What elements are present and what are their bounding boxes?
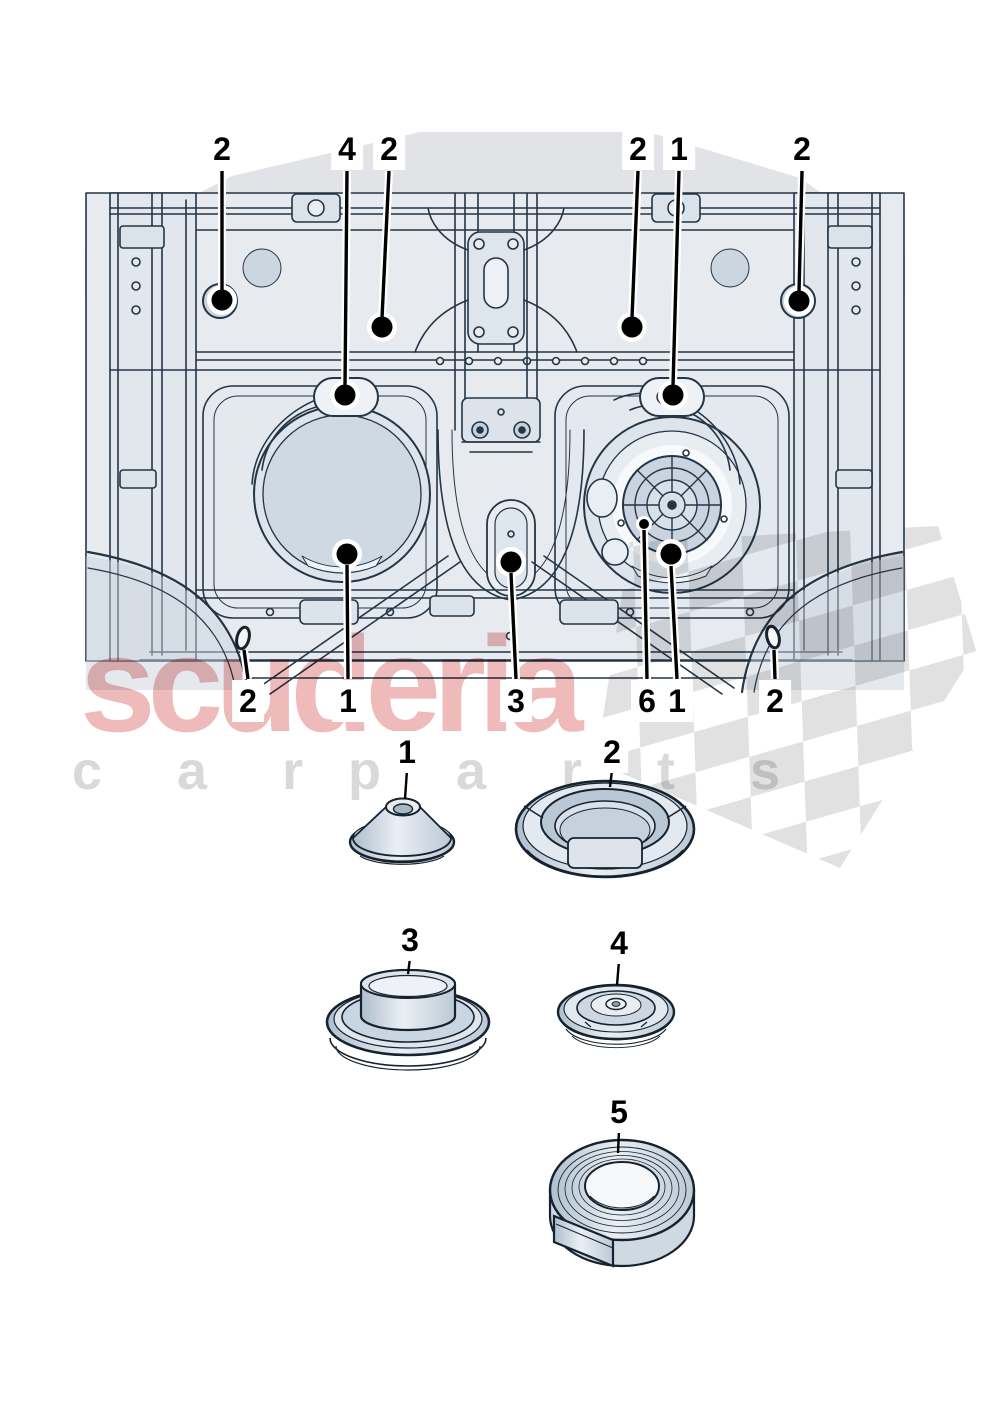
- callout-label-top-3: 2: [373, 128, 405, 170]
- callout-label-bottom-3: 3: [500, 680, 532, 722]
- part-number-label-5: 5: [603, 1091, 635, 1133]
- callout-label-top-2: 4: [331, 128, 363, 170]
- part-number-label-2: 2: [596, 731, 628, 773]
- part-5-sealing-tape-roll: [548, 1138, 696, 1268]
- callout-dots: [211, 289, 810, 573]
- callout-label-bottom-1: 2: [232, 680, 264, 722]
- callout-label-top-1: 2: [206, 128, 238, 170]
- watermark-brand: scuderia: [80, 608, 583, 760]
- part-number-label-4: 4: [603, 922, 635, 964]
- part-4-cover-cap-flat: [556, 983, 676, 1049]
- callout-label-bottom-5: 1: [661, 680, 693, 722]
- installed-plug-left: [235, 625, 251, 651]
- part-number-label-3: 3: [394, 919, 426, 961]
- callout-label-top-6: 2: [786, 128, 818, 170]
- part-2-cover-cap: [514, 779, 696, 879]
- centre-subframe: [414, 192, 578, 453]
- bolt-row: [435, 356, 648, 366]
- callout-label-top-4: 2: [622, 128, 654, 170]
- part-1-cover-plug: [348, 797, 456, 865]
- hinge-left: [291, 193, 341, 223]
- part-number-label-1: 1: [391, 731, 423, 773]
- left-wheel-well-opening: [253, 405, 431, 583]
- callout-label-bottom-4: 6: [631, 680, 663, 722]
- callout-label-bottom-2: 1: [332, 680, 364, 722]
- upper-cross-member: [109, 207, 881, 231]
- callout-label-bottom-6: 2: [759, 680, 791, 722]
- callout-label-top-5: 1: [663, 128, 695, 170]
- part-3-sealing-plug: [325, 968, 491, 1071]
- watermark-car: c a r: [72, 741, 334, 801]
